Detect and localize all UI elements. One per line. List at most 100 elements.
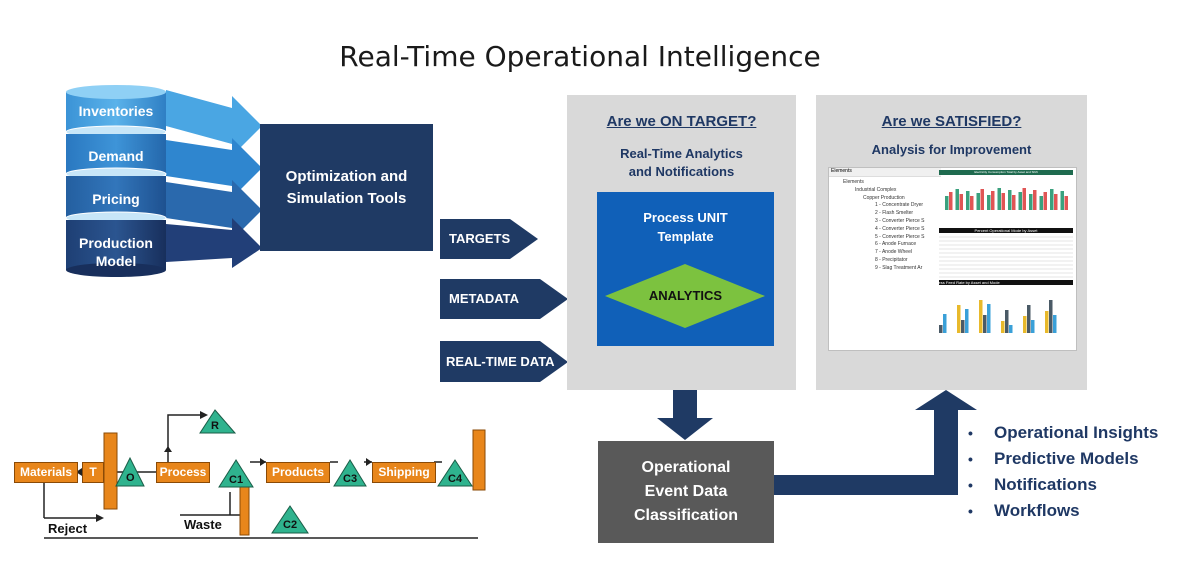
process-unit-title: Process UNIT Template — [643, 210, 728, 244]
thumb-bar — [991, 191, 995, 210]
tree-item[interactable]: 9 - Slag Treatment Ar — [875, 264, 923, 271]
thumb-bar — [983, 315, 987, 333]
tree-item[interactable]: 8 - Precipitator — [875, 257, 908, 263]
benefit-item: •Predictive Models — [968, 449, 1139, 468]
tree-item[interactable]: Elements — [843, 179, 864, 185]
arrow-label-metadata: METADATA — [449, 291, 520, 306]
cylinder-label-pricing: Pricing — [92, 191, 140, 207]
flow-box-shipping: Shipping — [372, 462, 436, 483]
triangle-o — [115, 456, 145, 487]
thumb-bar — [1031, 320, 1035, 333]
satisfied-heading: Are we SATISFIED? — [881, 113, 1022, 130]
triangle-label-c3: C3 — [343, 473, 358, 485]
cylinder-label-inventories: Inventories — [78, 103, 154, 119]
triangle-label-c1: C1 — [229, 474, 244, 486]
analytics-label: ANALYTICS — [648, 288, 723, 303]
thumb-bar — [997, 188, 1001, 210]
thumb-bar — [1049, 300, 1053, 333]
tree-item[interactable]: 6 - Anode Furnace — [875, 241, 917, 248]
thumb-bar — [1001, 193, 1005, 210]
thumb-bar — [1005, 310, 1009, 333]
satisfied-subheading: Analysis for Improvement — [871, 142, 1032, 157]
page-title: Real-Time Operational Intelligence — [339, 40, 821, 73]
data-arrow-shapes — [440, 219, 568, 382]
flow-gates — [103, 429, 486, 536]
down-arrow — [657, 345, 713, 440]
thumb-bar — [987, 304, 991, 333]
thumb-bar — [955, 189, 959, 210]
thumb-bar — [970, 196, 974, 210]
analytics-diamond-shape — [605, 264, 765, 328]
triangle-label-o: O — [126, 472, 135, 484]
thumb-bar — [1033, 190, 1037, 210]
thumb-bar — [1027, 305, 1031, 333]
tree-header: Elements — [829, 168, 941, 177]
triangle-c3 — [333, 459, 367, 487]
triangle-c1 — [218, 459, 254, 488]
tree-item[interactable]: Copper Production — [863, 194, 905, 201]
tree-item[interactable]: 7 - Anode Wheel — [875, 249, 912, 256]
thumb-bar — [1045, 311, 1049, 333]
tree-item[interactable]: 5 - Converter Pierce S — [875, 233, 925, 240]
tree-item[interactable]: 2 - Flash Smelter — [875, 210, 914, 217]
reject-label: Reject — [48, 521, 88, 536]
thumb-bar — [1023, 316, 1027, 333]
thumb-bar — [1012, 195, 1016, 210]
on-target-subheading: Real-Time Analytics and Notifications — [620, 146, 743, 179]
thumb-bar — [987, 195, 991, 210]
thumb-bar — [1043, 192, 1047, 210]
tree-item[interactable]: 1 - Concentrate Dryer — [875, 202, 924, 209]
chart-title-2: Percent Operational Mode by Asset — [974, 228, 1038, 233]
thumb-bar — [943, 314, 947, 333]
thumb-bar — [1001, 321, 1005, 333]
input-arrows — [166, 90, 262, 268]
chart-title-3: Process Feed Rate by Asset and Mode — [930, 280, 1000, 285]
thumb-bar — [1018, 192, 1022, 210]
cylinder-label-production-model: Production Model — [79, 235, 153, 269]
thumb-bar — [1060, 191, 1064, 210]
triangle-label-c4: C4 — [448, 473, 463, 485]
process-unit-template: Process UNIT Template ANALYTICS — [597, 192, 774, 346]
triangle-label-r: R — [211, 420, 219, 432]
thumb-bar — [979, 300, 983, 333]
flow-box-process: Process — [156, 462, 210, 483]
elbow-arrow — [774, 390, 977, 495]
triangle-label-c2: C2 — [283, 519, 298, 531]
arrow-label-targets: TARGETS — [449, 231, 511, 246]
input-cylinders — [65, 85, 167, 277]
flow-arrowheads — [76, 411, 372, 522]
thumb-bar — [980, 189, 984, 210]
tree-item[interactable]: 4 - Converter Pierce S — [875, 225, 925, 232]
tree-item[interactable]: 3 - Converter Pierce S — [875, 218, 925, 224]
arrow-label-real-time-data: REAL-TIME DATA — [446, 354, 555, 369]
chart-title-1: Electricity Consumption Total by Asset a… — [974, 170, 1038, 174]
benefits-list: •Operational Insights •Predictive Models… — [968, 420, 1158, 524]
thumb-bar — [1029, 194, 1033, 210]
tree-item[interactable]: Industrial Complex — [855, 186, 897, 193]
triangle-c2 — [271, 505, 309, 534]
thumb-bar — [966, 191, 970, 210]
flow-box-t: T — [82, 462, 104, 483]
thumb-bar — [1053, 315, 1057, 333]
thumb-bar — [1009, 325, 1013, 333]
thumb-bar — [961, 320, 965, 333]
thumb-bar — [976, 193, 980, 210]
thumb-bar — [949, 192, 953, 210]
thumb-bar — [1050, 189, 1054, 210]
thumb-bar — [959, 194, 963, 210]
thumb-bar — [965, 309, 969, 333]
cylinder-label-demand: Demand — [88, 148, 144, 164]
flow-box-products: Products — [266, 462, 330, 483]
waste-label: Waste — [184, 517, 222, 532]
benefit-item: •Workflows — [968, 501, 1080, 520]
flow-box-materials: Materials — [14, 462, 78, 483]
thumb-bar — [1064, 196, 1068, 210]
on-target-heading: Are we ON TARGET? — [606, 113, 757, 130]
flow-triangles — [115, 409, 473, 534]
benefit-item: •Notifications — [968, 475, 1097, 494]
thumb-bar — [1054, 194, 1058, 210]
screenshot-charts — [939, 170, 1073, 333]
